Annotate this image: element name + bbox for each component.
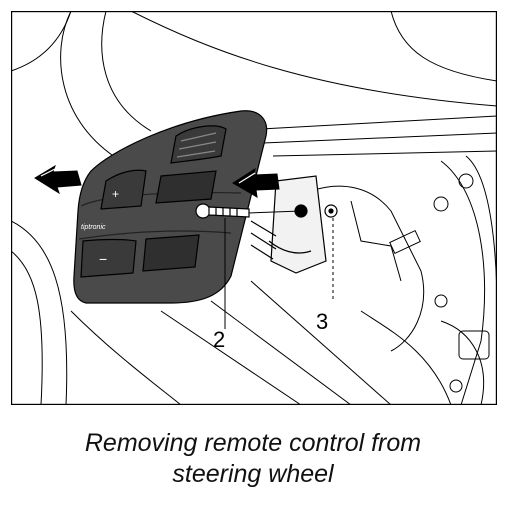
callout-2: 2: [213, 327, 225, 352]
caption-line-1: Removing remote control from: [84, 429, 422, 457]
pull-arrow: [34, 164, 82, 195]
svg-text:−: −: [99, 251, 107, 267]
figure-caption: Removing remote control from steering wh…: [0, 428, 506, 490]
remote-control-unit: + − tiptronic: [73, 110, 268, 304]
background-steering-parts: [11, 11, 497, 405]
screw: [195, 203, 338, 219]
svg-text:+: +: [112, 187, 119, 201]
illustration: + − tiptronic 2 3: [11, 11, 497, 405]
tiptronic-logo: tiptronic: [81, 224, 106, 231]
callout-3: 3: [316, 309, 328, 334]
connector-bracket: [250, 175, 327, 274]
push-arrow: [232, 167, 280, 198]
caption-line-2: steering wheel: [172, 460, 334, 488]
